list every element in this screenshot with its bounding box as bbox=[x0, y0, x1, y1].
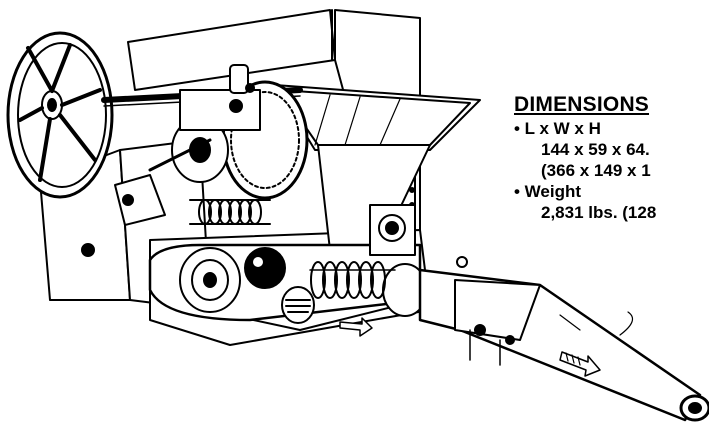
flow-arrow-icons bbox=[339, 317, 601, 377]
internal-screw bbox=[310, 261, 386, 299]
weight-value: 2,831 lbs. (128 bbox=[541, 203, 657, 222]
bearing-block bbox=[369, 204, 416, 256]
discharge-tube bbox=[418, 256, 709, 422]
cutaway-chamber bbox=[148, 243, 428, 324]
weight-label: • Weight bbox=[514, 182, 582, 201]
dimensions-panel: DIMENSIONS • L x W x H 144 x 59 x 64. (3… bbox=[514, 92, 709, 223]
dimensions-title: DIMENSIONS bbox=[514, 93, 650, 116]
lwh-metric-value: (366 x 149 x 1 bbox=[541, 161, 651, 180]
hopper bbox=[274, 84, 481, 251]
lwh-label: • L x W x H bbox=[514, 119, 601, 138]
gear-assembly bbox=[148, 64, 309, 200]
lwh-imperial-value: 144 x 59 x 64. bbox=[541, 140, 650, 159]
screw-coil bbox=[189, 199, 271, 225]
leader-lines bbox=[559, 311, 634, 336]
linkage-arm bbox=[81, 174, 166, 257]
flywheel bbox=[6, 31, 303, 199]
